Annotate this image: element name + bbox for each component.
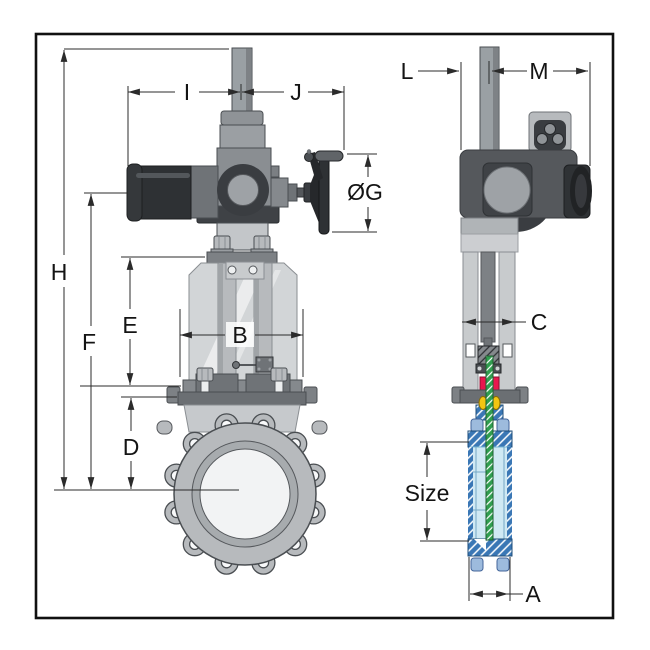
motor-coupling bbox=[187, 165, 219, 219]
leg-slot bbox=[465, 343, 476, 358]
side-section-internals bbox=[451, 355, 529, 572]
dimension-m: M bbox=[488, 58, 591, 166]
flange-bolt bbox=[496, 418, 510, 433]
flange-bolt bbox=[470, 557, 484, 572]
gate-knife-section bbox=[485, 355, 494, 541]
dim-label-i: I bbox=[184, 79, 190, 105]
actuator-ring-center bbox=[227, 174, 259, 206]
handwheel bbox=[303, 149, 344, 235]
side-motor-end bbox=[563, 164, 592, 219]
mounting-bolt-right bbox=[250, 235, 274, 254]
bracket-hole bbox=[248, 265, 258, 275]
dim-label-l: L bbox=[401, 58, 414, 84]
front-body-flange bbox=[156, 404, 328, 575]
front-stem bbox=[231, 47, 253, 115]
side-lower-stem bbox=[480, 251, 496, 343]
handwheel-rim bbox=[318, 150, 330, 235]
dimension-l: L bbox=[401, 58, 462, 150]
body-side-bolt-left bbox=[156, 420, 173, 435]
side-pad-circle bbox=[483, 166, 531, 214]
dim-label-h: H bbox=[51, 259, 68, 285]
label-backing bbox=[226, 322, 254, 347]
leg-slot bbox=[502, 343, 513, 358]
dim-label-og: ØG bbox=[347, 179, 383, 205]
gate-tip-clearance bbox=[474, 539, 486, 551]
actuator-neck bbox=[219, 124, 266, 150]
clevis-pin bbox=[477, 366, 482, 371]
dimension-e: E bbox=[80, 256, 205, 387]
electrical-connector bbox=[534, 120, 566, 150]
dim-label-b: B bbox=[232, 322, 247, 348]
dim-label-a: A bbox=[525, 581, 541, 607]
handwheel-shaft bbox=[270, 165, 307, 208]
dim-label-d: D bbox=[123, 434, 140, 460]
actuator-motor bbox=[126, 163, 219, 222]
leg-shade bbox=[255, 263, 259, 379]
leg-shade bbox=[219, 263, 223, 379]
dim-label-j: J bbox=[290, 79, 302, 105]
actuator-top-cap bbox=[220, 110, 264, 126]
dimension-c: C bbox=[462, 309, 547, 335]
side-adapter-upper bbox=[460, 217, 519, 235]
dimension-size: Size bbox=[405, 441, 469, 542]
dimension-i: I bbox=[127, 79, 240, 166]
body-wall-left bbox=[468, 447, 473, 539]
side-adapter-lower bbox=[460, 233, 519, 253]
gland-nut-right bbox=[270, 367, 288, 382]
drawing-border bbox=[34, 32, 615, 620]
body-wall-right bbox=[507, 447, 512, 539]
dim-label-size: Size bbox=[405, 480, 450, 506]
body-side-bolt-right bbox=[311, 420, 328, 435]
dim-label-m: M bbox=[529, 58, 548, 84]
dimension-d: D bbox=[121, 396, 177, 489]
gland-stud bbox=[200, 380, 210, 393]
side-section-view bbox=[451, 46, 592, 572]
gland-nut-left bbox=[196, 367, 214, 382]
flange-bolt bbox=[470, 418, 484, 433]
crank-pivot-tip bbox=[306, 149, 312, 154]
bracket-hole bbox=[227, 265, 237, 275]
side-actuator bbox=[459, 111, 592, 253]
crank-pivot bbox=[304, 152, 314, 162]
flange-bolt bbox=[496, 557, 510, 572]
bore-opening bbox=[199, 448, 291, 540]
front-actuator bbox=[126, 110, 344, 235]
bonnet-bar bbox=[177, 391, 307, 406]
motor-highlight bbox=[136, 173, 190, 178]
gland-stud bbox=[274, 380, 284, 393]
dim-label-c: C bbox=[531, 309, 548, 335]
mounting-bolt-left bbox=[210, 235, 234, 254]
dimension-j: J bbox=[240, 79, 345, 150]
dimension-og: ØG bbox=[332, 153, 383, 233]
dimension-h: H bbox=[51, 48, 229, 489]
dim-label-f: F bbox=[82, 329, 96, 355]
dim-label-e: E bbox=[122, 312, 137, 338]
motor-end-cap bbox=[126, 163, 143, 222]
dimensions: H F E D I bbox=[51, 48, 591, 607]
dimension-b: B bbox=[179, 309, 304, 377]
clevis-pin bbox=[495, 366, 500, 371]
front-adapter bbox=[206, 222, 278, 264]
dimension-f: F bbox=[82, 192, 128, 489]
body-bottom-section bbox=[467, 538, 513, 557]
yoke-mounting-plate bbox=[206, 251, 278, 264]
position-indicator bbox=[232, 356, 274, 373]
dimension-a: A bbox=[468, 557, 541, 607]
crank-handle-grip bbox=[314, 150, 344, 162]
